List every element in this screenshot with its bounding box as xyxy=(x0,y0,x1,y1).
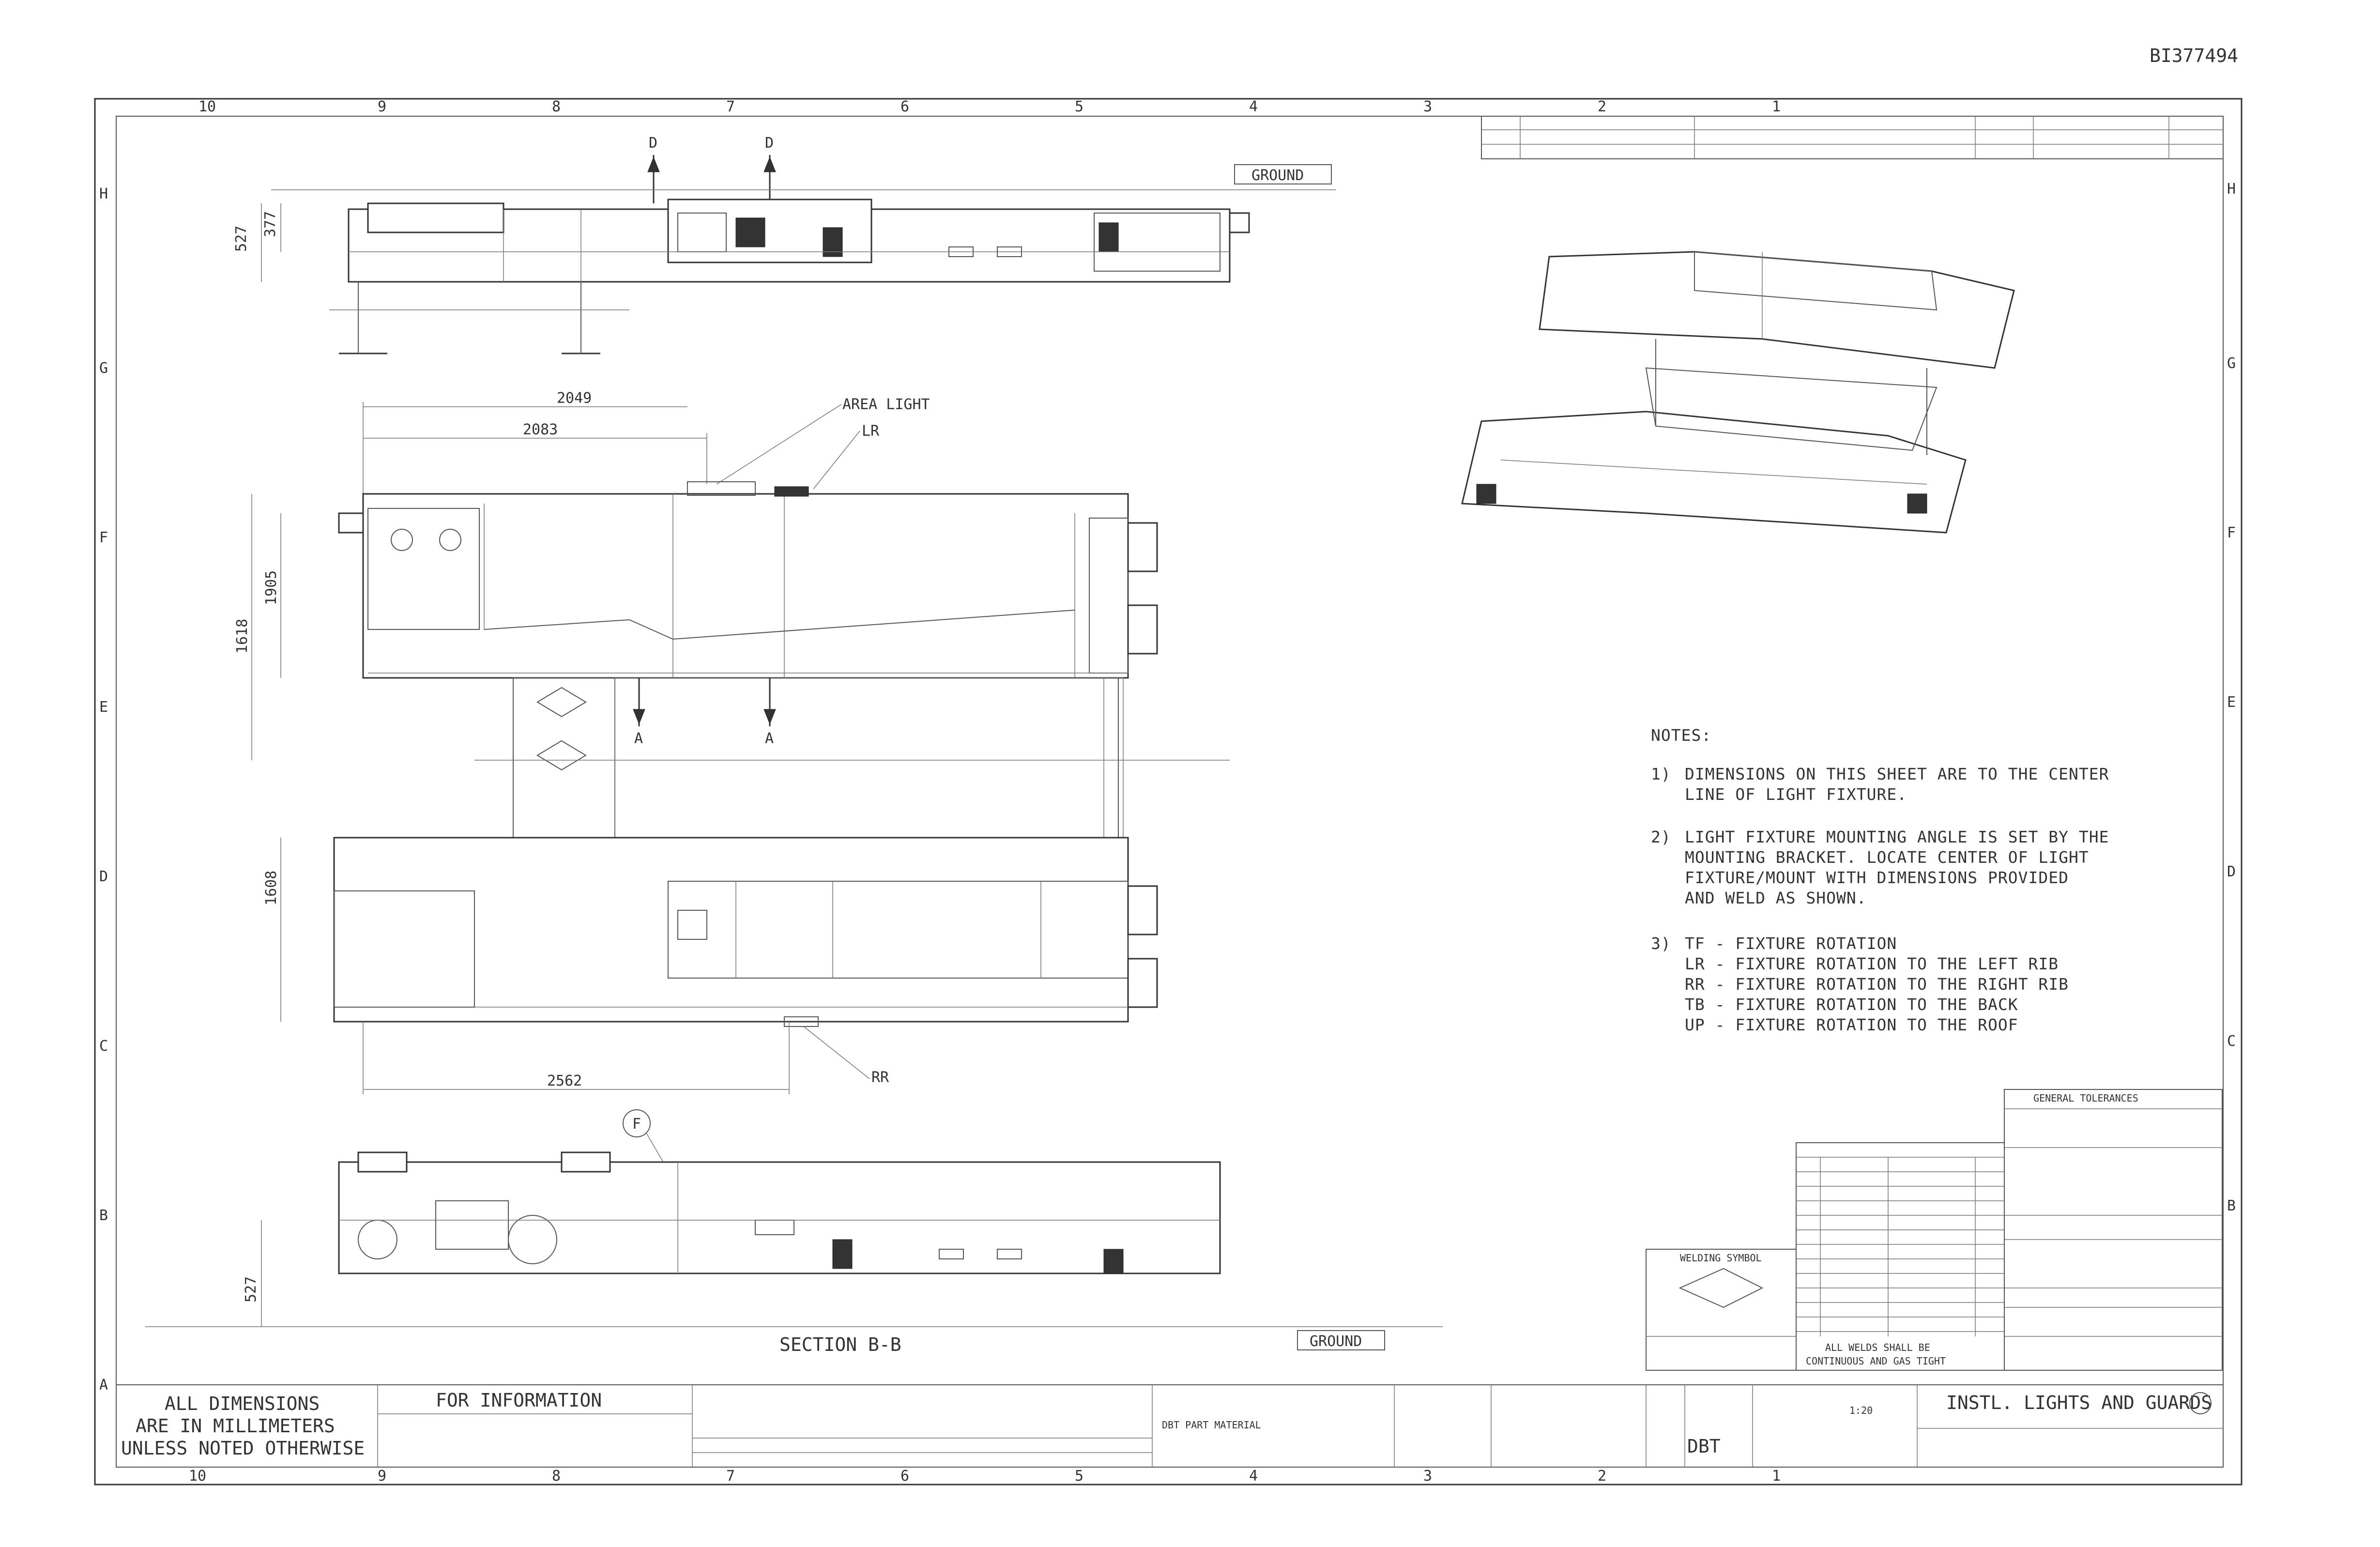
weld-note-line: CONTINUOUS AND GAS TIGHT xyxy=(1806,1355,1946,1367)
zone-col: 7 xyxy=(726,1468,735,1485)
section-marker-d: D xyxy=(649,135,657,152)
zone-row: D xyxy=(2227,863,2236,880)
note-line: TB - FIXTURE ROTATION TO THE BACK xyxy=(1685,995,2018,1014)
section-marker-d: D xyxy=(765,135,774,152)
notes-block: NOTES: 1) DIMENSIONS ON THIS SHEET ARE T… xyxy=(1651,726,2109,1034)
callout-rr: RR xyxy=(871,1069,889,1086)
note-line: LR - FIXTURE ROTATION TO THE LEFT RIB xyxy=(1685,954,2059,973)
note-number: 1) xyxy=(1651,765,1671,783)
note-line: MOUNTING BRACKET. LOCATE CENTER OF LIGHT xyxy=(1685,848,2089,867)
zone-col: 8 xyxy=(552,1468,561,1485)
circle-ref: F xyxy=(632,1116,641,1133)
note-number: 3) xyxy=(1651,934,1671,953)
zone-col: 4 xyxy=(1249,1468,1258,1485)
zone-col: 2 xyxy=(1598,1468,1606,1485)
zone-col: 5 xyxy=(1075,1468,1083,1485)
callout-area-light: AREA LIGHT xyxy=(842,396,930,413)
note-line: LINE OF LIGHT FIXTURE. xyxy=(1685,785,1907,804)
material-label: DBT PART MATERIAL xyxy=(1162,1419,1261,1431)
zone-rows-left: H G F E D C B A xyxy=(99,185,108,1394)
top-elevation-view: D D GROUND 527 377 xyxy=(233,135,1336,354)
note-line: UP - FIXTURE ROTATION TO THE ROOF xyxy=(1685,1015,2018,1034)
for-information: FOR INFORMATION xyxy=(436,1390,602,1411)
zone-col: 9 xyxy=(378,98,386,115)
dim-1905: 1905 xyxy=(263,570,280,605)
zone-row: H xyxy=(2227,181,2236,198)
dim-1608: 1608 xyxy=(263,871,280,905)
dim-1618: 1618 xyxy=(234,619,251,654)
zone-col: 5 xyxy=(1075,98,1083,115)
dim-527: 527 xyxy=(233,226,250,252)
zone-row: H xyxy=(99,185,108,202)
zone-columns-bottom: 10 9 8 7 6 5 4 3 2 1 xyxy=(189,1468,1781,1485)
zone-row: C xyxy=(2227,1033,2236,1050)
zone-col: 3 xyxy=(1423,1468,1432,1485)
zone-row: E xyxy=(2227,694,2236,711)
drawing-id: BI377494 xyxy=(2150,45,2238,66)
drawing-title: INSTL. LIGHTS AND GUARDS xyxy=(1946,1392,2212,1413)
section-bb-view: F 527 SECTION B-B GROUND xyxy=(145,1109,1443,1355)
note-line: AND WELD AS SHOWN. xyxy=(1685,888,1867,907)
zone-col: 3 xyxy=(1423,98,1432,115)
dim-527-section: 527 xyxy=(243,1276,259,1302)
weld-symbol-table: WELDING SYMBOL xyxy=(1646,1249,1797,1371)
zone-row: C xyxy=(99,1038,108,1055)
note-line: FIXTURE/MOUNT WITH DIMENSIONS PROVIDED xyxy=(1685,868,2069,887)
all-dims-line: UNLESS NOTED OTHERWISE xyxy=(121,1438,365,1459)
note-number: 2) xyxy=(1651,827,1671,846)
title-block: ALL DIMENSIONS ARE IN MILLIMETERS UNLESS… xyxy=(116,1384,2224,1468)
dim-2083: 2083 xyxy=(523,421,558,438)
ground-label: GROUND xyxy=(1251,167,1304,184)
ground-label-section: GROUND xyxy=(1310,1333,1362,1350)
zone-row: G xyxy=(2227,355,2236,372)
zone-col: 9 xyxy=(378,1468,386,1485)
zone-row: B xyxy=(2227,1197,2236,1214)
section-label: SECTION B-B xyxy=(779,1334,901,1355)
note-line: DIMENSIONS ON THIS SHEET ARE TO THE CENT… xyxy=(1685,765,2109,783)
company-logo: DBT xyxy=(1687,1436,1721,1457)
note-line: TF - FIXTURE ROTATION xyxy=(1685,934,1897,953)
notes-heading: NOTES: xyxy=(1651,726,1711,745)
section-marker-a: A xyxy=(765,730,774,747)
zone-row: F xyxy=(99,529,108,546)
zone-col: 4 xyxy=(1249,98,1258,115)
zone-col: 1 xyxy=(1772,98,1781,115)
scale-value: 1:20 xyxy=(1849,1405,1873,1416)
zone-columns-top: 10 9 8 7 6 5 4 3 2 1 xyxy=(198,98,1781,115)
zone-col: 6 xyxy=(900,1468,909,1485)
weld-note-line: ALL WELDS SHALL BE xyxy=(1825,1342,1930,1353)
zone-col: 7 xyxy=(726,98,735,115)
callout-lr: LR xyxy=(862,423,880,440)
zone-row: G xyxy=(99,360,108,377)
isometric-view xyxy=(1461,251,2015,534)
all-dims-line: ARE IN MILLIMETERS xyxy=(136,1415,335,1437)
zone-row: A xyxy=(99,1377,108,1394)
zone-col: 8 xyxy=(552,98,561,115)
zone-col: 10 xyxy=(189,1468,206,1485)
section-marker-a: A xyxy=(634,730,643,747)
dim-2049: 2049 xyxy=(557,390,592,407)
dim-377: 377 xyxy=(262,211,279,237)
zone-col: 1 xyxy=(1772,1468,1781,1485)
dim-2562: 2562 xyxy=(547,1072,582,1089)
zone-col: 6 xyxy=(900,98,909,115)
weld-heading: WELDING SYMBOL xyxy=(1680,1252,1762,1264)
zone-col: 10 xyxy=(198,98,216,115)
all-dims-line: ALL DIMENSIONS xyxy=(165,1393,320,1414)
zone-row: D xyxy=(99,868,108,885)
material-table: ALL WELDS SHALL BE CONTINUOUS AND GAS TI… xyxy=(1796,1142,2005,1371)
tolerance-table: GENERAL TOLERANCES xyxy=(2004,1089,2223,1371)
zone-row: B xyxy=(99,1207,108,1224)
note-line: LIGHT FIXTURE MOUNTING ANGLE IS SET BY T… xyxy=(1685,827,2109,846)
zone-col: 2 xyxy=(1598,98,1606,115)
tolerance-heading: GENERAL TOLERANCES xyxy=(2033,1092,2138,1104)
note-line: RR - FIXTURE ROTATION TO THE RIGHT RIB xyxy=(1685,975,2069,994)
zone-row: E xyxy=(99,699,108,716)
zone-rows-right: H G F E D C B xyxy=(2227,181,2236,1214)
zone-row: F xyxy=(2227,524,2236,541)
revision-block xyxy=(1481,116,2224,159)
plan-view: 2049 2083 AREA LIGHT LR A xyxy=(234,390,1230,1094)
